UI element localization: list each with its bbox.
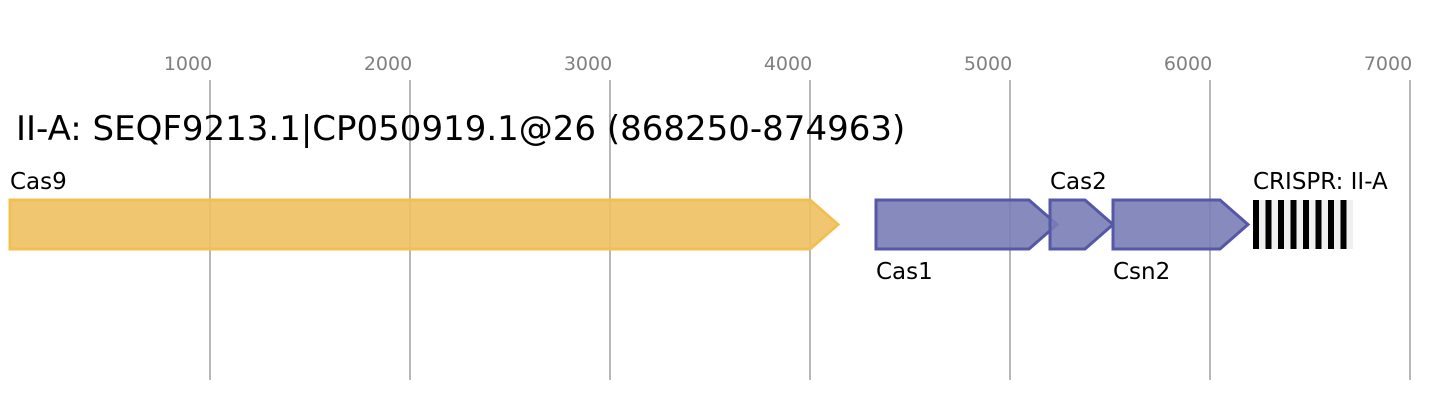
gene-arrow-csn2[interactable] [1111,198,1251,251]
crispr-array: CRISPR: II-A [1253,169,1388,249]
tick-label-2000: 2000 [364,53,412,75]
gene-label-cas1: Cas1 [876,259,933,285]
gene-arrow-cas9[interactable] [8,198,841,251]
crispr-repeat [1340,200,1347,249]
tick-label-4000: 4000 [764,53,812,75]
axis-ticks: 1000 2000 3000 4000 5000 6000 7000 [164,53,1412,75]
diagram-title: II-A: SEQF9213.1|CP050919.1@26 (868250-8… [16,109,905,149]
tick-label-1000: 1000 [164,53,212,75]
crispr-repeat [1265,200,1272,249]
tick-label-6000: 6000 [1164,53,1212,75]
gene-arrow-cas1[interactable] [874,198,1060,251]
gene-arrow-cas2[interactable] [1048,198,1116,251]
tick-label-3000: 3000 [564,53,612,75]
crispr-repeat [1290,200,1297,249]
crispr-label: CRISPR: II-A [1253,169,1388,195]
crispr-repeat [1253,200,1259,249]
tick-label-7000: 7000 [1364,53,1412,75]
gene-label-csn2: Csn2 [1113,259,1170,285]
tick-label-5000: 5000 [964,53,1012,75]
crispr-repeat [1278,200,1284,249]
gene-label-cas9: Cas9 [10,169,67,195]
crispr-repeat [1315,200,1322,249]
crispr-repeat [1303,200,1309,249]
gene-label-cas2: Cas2 [1050,169,1107,195]
crispr-repeat [1328,200,1334,249]
